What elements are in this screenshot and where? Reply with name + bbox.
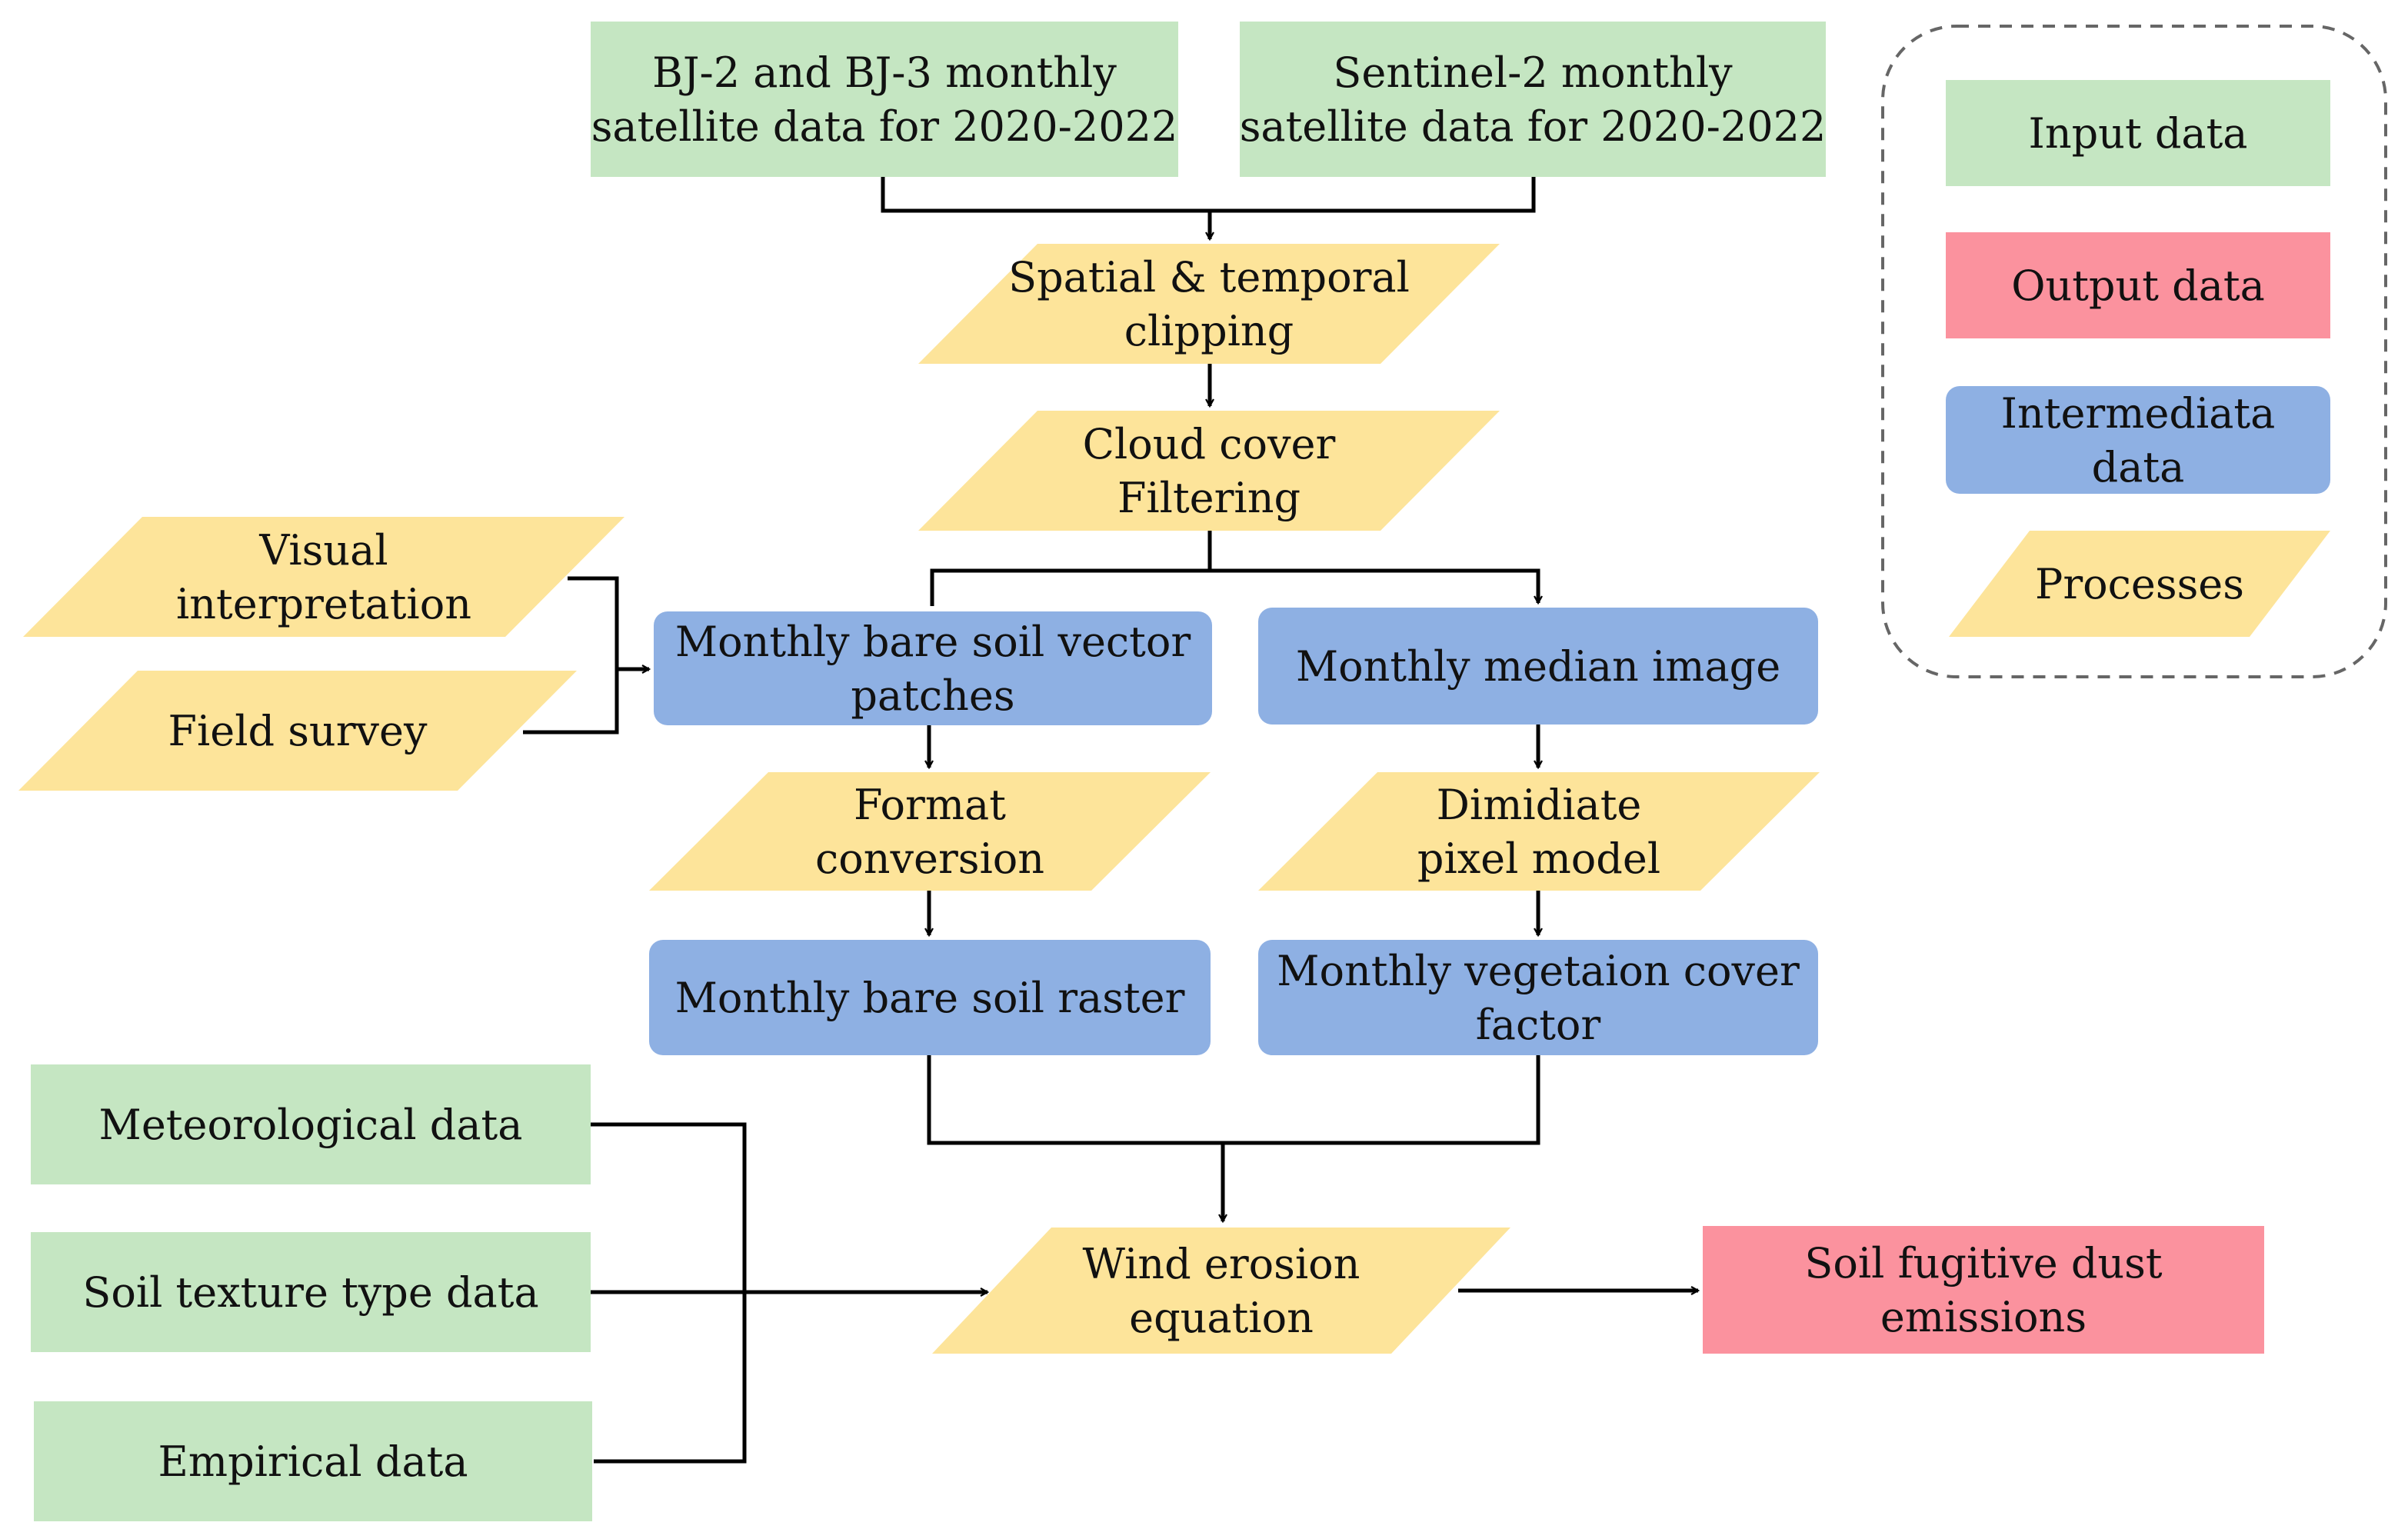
node-label: Empirical data (158, 1437, 468, 1486)
node-label: Spatial & temporal clipping (1008, 253, 1410, 355)
node-label-line: Soil texture type data (82, 1268, 538, 1317)
node-label: Input data (2029, 109, 2248, 158)
node-label-line: factor (1476, 1001, 1601, 1049)
node-label-line: Monthly bare soil vector (675, 618, 1191, 666)
legend-item-process: Processes (1949, 531, 2330, 637)
node-field-survey: Field survey (18, 671, 577, 791)
node-label-line: patches (851, 671, 1014, 720)
node-label: Meteorological data (99, 1101, 523, 1149)
node-label-line: conversion (815, 834, 1044, 883)
node-label-line: Output data (2011, 261, 2265, 310)
edge-raster-factor-merge (927, 1055, 1540, 1145)
node-label: Format conversion (815, 781, 1044, 883)
node-label: Field survey (168, 707, 428, 755)
node-vegetation-factor: Monthly vegetaion cover factor (1258, 940, 1818, 1055)
node-label-line: Sentinel-2 monthly (1333, 48, 1733, 97)
node-label-line: interpretation (176, 580, 471, 628)
node-label-line: emissions (1880, 1293, 2087, 1341)
node-bj-data: BJ-2 and BJ-3 monthly satellite data for … (591, 22, 1178, 177)
node-label-line: satellite data for 2020-2022 (591, 102, 1178, 151)
node-label-line: Monthly vegetaion cover (1277, 947, 1800, 995)
node-label: Intermediata data (2001, 389, 2276, 491)
node-spatial-clipping: Spatial & temporal clipping (918, 244, 1500, 364)
node-label: Soil texture type data (82, 1268, 538, 1317)
legend-border (1881, 25, 2387, 678)
node-label-line: Format (854, 781, 1006, 829)
legend-item-intermediate: Intermediata data (1946, 386, 2330, 494)
connector-layer (523, 177, 1698, 1464)
node-label: Monthly median image (1296, 642, 1780, 691)
node-label: Monthly bare soil vector patches (675, 618, 1191, 720)
node-visual-interpretation: Visual interpretation (23, 517, 624, 637)
node-label-line: equation (1129, 1294, 1314, 1342)
node-format-conversion: Format conversion (649, 772, 1211, 891)
node-label-line: clipping (1124, 307, 1294, 355)
node-label-line: Intermediata (2001, 389, 2276, 438)
node-meteorological: Meteorological data (31, 1064, 591, 1184)
node-label-line: Processes (2035, 560, 2244, 608)
node-label-line: Input data (2029, 109, 2248, 158)
node-layer: BJ-2 and BJ-3 monthly satellite data for … (18, 22, 2264, 1521)
legend-item-output: Output data (1946, 232, 2330, 338)
node-label: Output data (2011, 261, 2265, 310)
edge-manual-merge (523, 576, 649, 735)
node-label-line: Monthly bare soil raster (675, 974, 1185, 1022)
node-label-line: BJ-2 and BJ-3 monthly (652, 48, 1117, 97)
node-label-line: Wind erosion (1083, 1240, 1361, 1288)
node-label-line: Visual (258, 526, 388, 575)
node-bare-soil-raster: Monthly bare soil raster (649, 940, 1211, 1055)
node-label-line: Meteorological data (99, 1101, 523, 1149)
node-label-line: Cloud cover (1083, 420, 1336, 468)
edge-inputs-to-wind (591, 1122, 988, 1464)
node-label-line: Spatial & temporal (1008, 253, 1410, 301)
legend-item-input: Input data (1946, 80, 2330, 186)
node-soil-texture: Soil texture type data (31, 1232, 591, 1352)
node-label: Monthly vegetaion cover factor (1277, 947, 1800, 1049)
node-label-line: Monthly median image (1296, 642, 1780, 691)
edge-bj-to-merge (881, 177, 1536, 213)
node-label-line: data (2092, 443, 2185, 491)
node-label-line: pixel model (1417, 834, 1660, 883)
node-empirical: Empirical data (34, 1401, 592, 1521)
node-label-line: Field survey (168, 707, 428, 755)
node-dimidiate-model: Dimidiate pixel model (1258, 772, 1820, 891)
node-label-line: satellite data for 2020-2022 (1240, 102, 1827, 151)
node-label-line: Empirical data (158, 1437, 468, 1486)
node-label: Monthly bare soil raster (675, 974, 1185, 1022)
node-label-line: Dimidiate (1437, 781, 1642, 829)
node-label: BJ-2 and BJ-3 monthly satellite data for … (591, 48, 1178, 151)
node-label: Wind erosion equation (1083, 1240, 1361, 1342)
node-dust-emissions: Soil fugitive dust emissions (1703, 1226, 2264, 1354)
node-label: Sentinel-2 monthly satellite data for 202… (1240, 48, 1827, 151)
node-label-line: Filtering (1117, 474, 1301, 522)
node-label: Dimidiate pixel model (1417, 781, 1660, 883)
node-sentinel-data: Sentinel-2 monthly satellite data for 202… (1240, 22, 1827, 177)
node-bare-soil-vector: Monthly bare soil vector patches (654, 611, 1212, 725)
node-label: Soil fugitive dust emissions (1804, 1239, 2162, 1341)
node-median-image: Monthly median image (1258, 608, 1818, 725)
edge-cloud-split (930, 531, 1538, 606)
node-wind-erosion: Wind erosion equation (932, 1228, 1510, 1354)
node-label: Visual interpretation (176, 526, 471, 628)
node-label: Processes (2035, 560, 2244, 608)
node-label-line: Soil fugitive dust (1804, 1239, 2162, 1287)
